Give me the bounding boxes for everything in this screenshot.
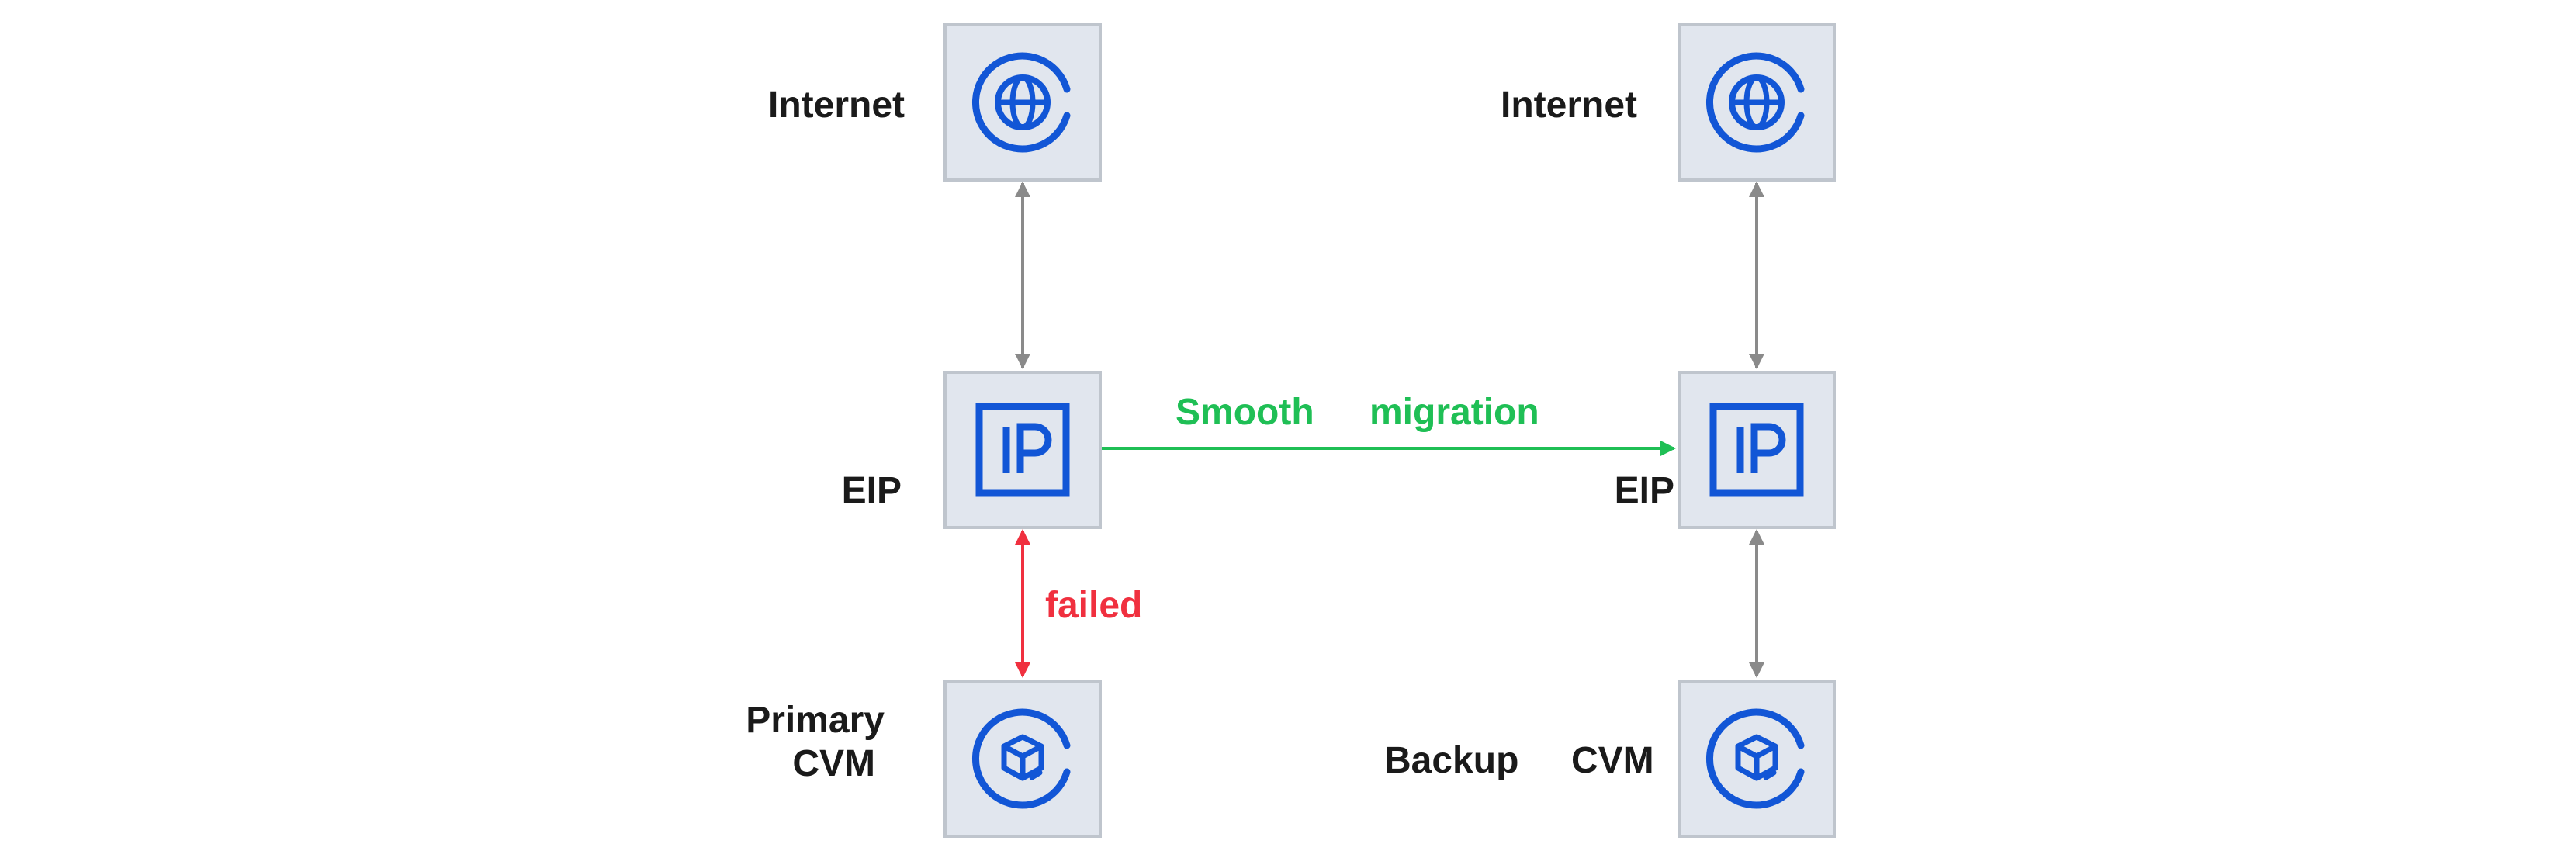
right-cvm-label-line2: CVM xyxy=(1571,740,1654,781)
migration-label-migration: migration xyxy=(1369,392,1539,433)
node-left-eip xyxy=(943,371,1102,529)
failed-label: failed xyxy=(1045,585,1142,626)
right-internet-label: Internet xyxy=(1501,85,1637,126)
node-left-internet xyxy=(943,23,1102,182)
node-right-internet xyxy=(1678,23,1836,182)
right-eip-label: EIP xyxy=(1615,470,1674,511)
left-cvm-label-line1: Primary xyxy=(746,700,885,741)
migration-label-smooth: Smooth xyxy=(1175,392,1314,433)
left-cvm-label-line2: CVM xyxy=(792,743,875,784)
node-right-eip xyxy=(1678,371,1836,529)
node-left-cvm xyxy=(943,680,1102,838)
node-right-cvm xyxy=(1678,680,1836,838)
left-eip-label: EIP xyxy=(842,470,902,511)
left-internet-label: Internet xyxy=(768,85,905,126)
right-cvm-label-line1: Backup xyxy=(1384,740,1518,781)
